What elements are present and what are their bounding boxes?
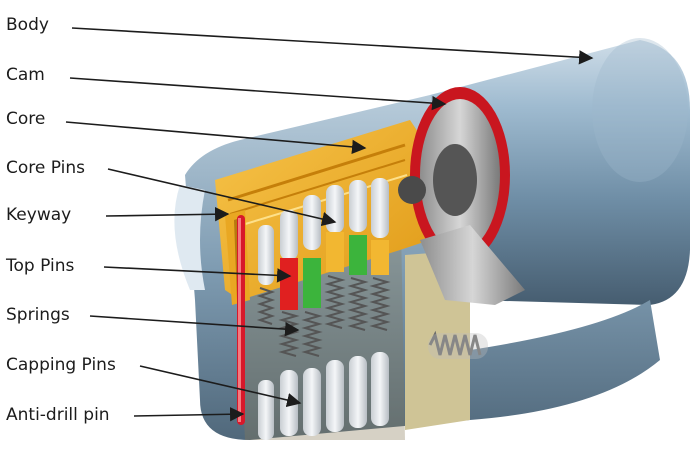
- pin-column-5: [347, 180, 369, 428]
- body-barrel: [430, 38, 690, 305]
- arrow-springs: [89, 315, 300, 337]
- label-anti-drill-pin: Anti-drill pin: [6, 405, 110, 425]
- leader-arrows: [65, 27, 594, 422]
- pin-column-3: [301, 195, 323, 436]
- arrow-capping-pins: [139, 365, 302, 408]
- retaining-spring: [428, 330, 488, 359]
- label-keyway: Keyway: [6, 205, 72, 225]
- arrow-keyway: [105, 207, 230, 222]
- pin-column-6: [369, 178, 391, 426]
- pin-stacks: [256, 178, 391, 440]
- pin-column-4: [324, 185, 346, 432]
- arrow-core-pins: [107, 168, 337, 227]
- label-springs: Springs: [6, 305, 70, 325]
- arrow-body: [71, 27, 594, 65]
- label-core: Core: [6, 109, 46, 129]
- anti-drill-pin: [237, 215, 245, 425]
- arrow-anti-drill-pin: [133, 407, 245, 422]
- cam: [398, 87, 525, 305]
- label-top-pins: Top Pins: [6, 256, 75, 276]
- arrow-cam: [69, 77, 447, 111]
- arrow-top-pins: [103, 266, 292, 283]
- label-body: Body: [6, 15, 49, 35]
- label-capping-pins: Capping Pins: [6, 355, 116, 375]
- arrow-core: [65, 121, 367, 155]
- label-cam: Cam: [6, 65, 45, 85]
- label-core-pins: Core Pins: [6, 158, 85, 178]
